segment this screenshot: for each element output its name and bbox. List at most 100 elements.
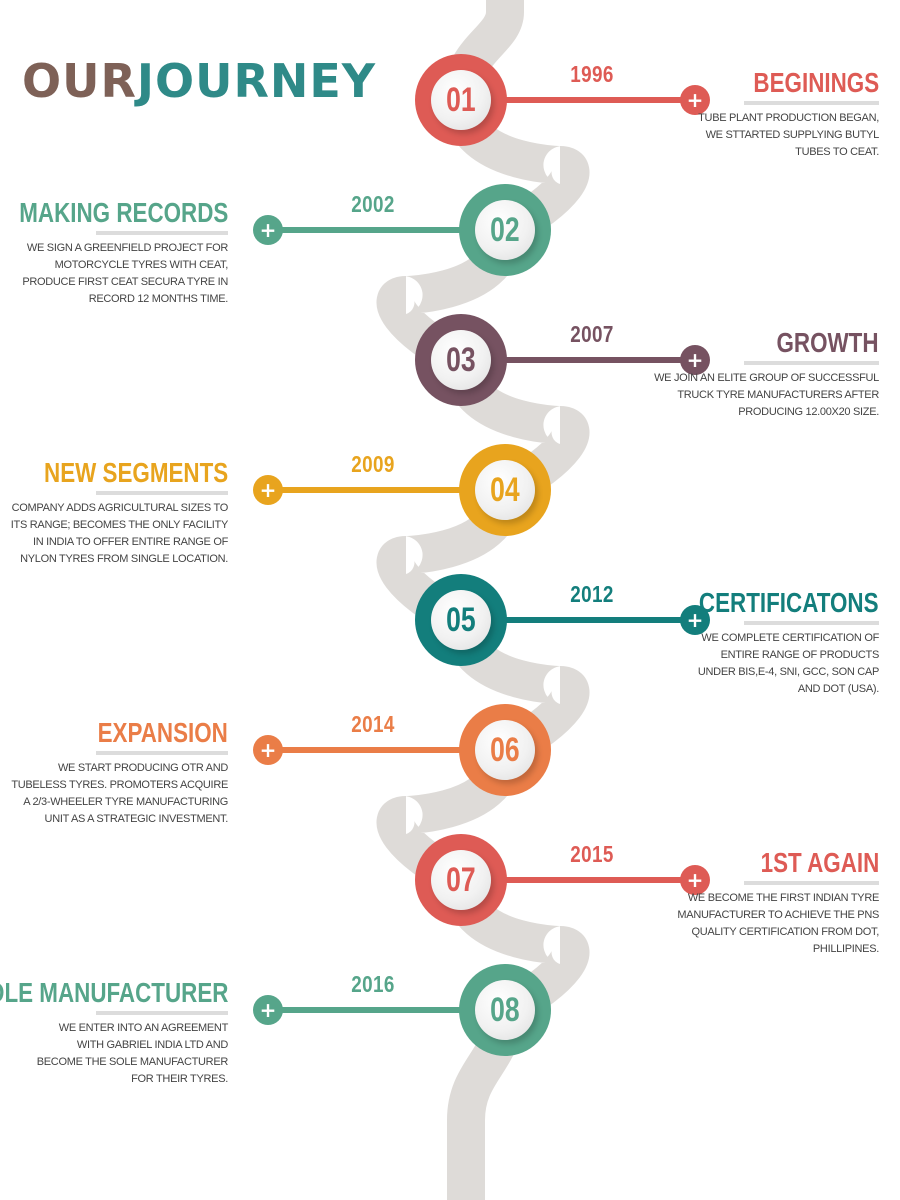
plus-icon[interactable]: +: [253, 215, 283, 245]
plus-icon[interactable]: +: [253, 995, 283, 1025]
milestone-node: 07: [415, 834, 507, 926]
page-title: OURJOURNEY: [22, 58, 376, 104]
milestone-year: 2007: [570, 321, 614, 347]
description-line: We sign a greenfield project for: [26, 242, 228, 254]
title-word-journey: JOURNEY: [136, 54, 377, 108]
heading-underline: [744, 361, 879, 365]
milestone-number: 06: [475, 720, 535, 780]
milestone-number-text: 05: [446, 601, 476, 639]
milestone-heading-text: NEW SEGMENTS: [43, 457, 228, 488]
heading-underline: [96, 231, 228, 235]
milestone-heading: EXPANSION: [65, 717, 228, 749]
plus-icon[interactable]: +: [680, 605, 710, 635]
milestone-description: Tube plant production began,we sttarted …: [639, 110, 879, 161]
milestone-year: 2014: [351, 711, 395, 737]
milestone-number: 04: [475, 460, 535, 520]
connector-line: [461, 97, 695, 103]
milestone-node: 01: [415, 54, 507, 146]
description-line: Phillipines.: [812, 943, 879, 955]
description-line: a 2/3-wheeler tyre manufacturing: [23, 796, 228, 808]
milestone-heading-text: BEGININGS: [753, 67, 879, 98]
description-line: We enter into an agreement: [58, 1022, 229, 1034]
heading-underline: [744, 101, 879, 105]
milestone-heading-text: MAKING RECORDS: [18, 197, 228, 228]
connector-line: [461, 877, 695, 883]
milestone-description: Company adds agricultural sizes toits ra…: [0, 500, 229, 568]
connector-line: [268, 227, 505, 233]
plus-icon[interactable]: +: [253, 735, 283, 765]
milestone-heading: CERTIFICATONS: [654, 587, 879, 619]
description-line: quality certification from DOT,: [691, 926, 880, 938]
connector-line: [268, 487, 505, 493]
milestone-heading-text: 1ST AGAIN: [760, 847, 879, 878]
milestone-number-text: 02: [490, 211, 520, 249]
connector-line: [268, 1007, 505, 1013]
description-line: We become the first Indian tyre: [687, 892, 879, 904]
milestone-number-text: 07: [446, 861, 476, 899]
plus-icon[interactable]: +: [680, 85, 710, 115]
description-line: We complete certification of: [701, 632, 879, 644]
milestone-number: 07: [431, 850, 491, 910]
milestone-heading: NEW SEGMENTS: [0, 457, 228, 489]
description-line: become the sole manufacturer: [36, 1056, 229, 1068]
heading-underline: [96, 751, 228, 755]
milestone-description: We join an elite group of successfultruc…: [639, 370, 879, 421]
plus-icon[interactable]: +: [253, 475, 283, 505]
milestone-year: 2002: [351, 191, 395, 217]
description-line: for their tyres.: [131, 1073, 228, 1085]
description-line: record 12 months time.: [88, 293, 229, 305]
description-line: under BIS,E-4, SNI, GCC, SON CAP: [697, 666, 879, 678]
milestone-number-text: 08: [490, 991, 520, 1029]
connector-line: [461, 357, 695, 363]
milestone-node: 04: [459, 444, 551, 536]
milestone-description: We sign a greenfield project formotorcyc…: [0, 240, 228, 308]
milestone-description: We complete certification of entire range…: [639, 630, 879, 698]
description-line: unit as a strategic investment.: [44, 813, 229, 825]
heading-underline: [744, 621, 879, 625]
milestone-heading: MAKING RECORDS: [0, 197, 228, 229]
milestone-number: 01: [431, 70, 491, 130]
milestone-node: 03: [415, 314, 507, 406]
description-line: in India to offer entire range of: [32, 536, 228, 548]
milestone-description: We start producing OTR and tubeless tyres…: [0, 760, 228, 828]
description-line: tubes to CEAT.: [795, 146, 879, 158]
description-line: with Gabriel India Ltd and: [76, 1039, 228, 1051]
description-line: nylon tyres from single location.: [20, 553, 228, 565]
milestone-node: 02: [459, 184, 551, 276]
milestone-node: 08: [459, 964, 551, 1056]
description-line: we sttarted supplying butyl: [705, 129, 880, 141]
milestone-year: 2009: [351, 451, 395, 477]
description-line: manufacturer to achieve the PNS: [677, 909, 879, 921]
description-line: tubeless tyres. Promoters acquire: [11, 779, 228, 791]
milestone-number-text: 03: [446, 341, 476, 379]
description-line: producing 12.00x20 size.: [738, 406, 879, 418]
milestone-heading: SOLE MANUFACTURER: [0, 977, 228, 1009]
milestone-node: 05: [415, 574, 507, 666]
connector-line: [268, 747, 505, 753]
milestone-year: 2016: [351, 971, 395, 997]
milestone-number: 02: [475, 200, 535, 260]
milestone-heading-text: CERTIFICATONS: [699, 587, 879, 618]
description-line: entire range of products: [720, 649, 880, 661]
description-line: produce first CEAT SECURA tyre in: [22, 276, 228, 288]
milestone-year: 2012: [570, 581, 614, 607]
milestone-heading-text: EXPANSION: [97, 717, 228, 748]
description-line: its range; becomes the only facility: [10, 519, 229, 531]
description-line: We join an elite group of successful: [654, 372, 879, 384]
plus-icon[interactable]: +: [680, 345, 710, 375]
milestone-number: 05: [431, 590, 491, 650]
description-line: and DOT (USA).: [797, 683, 879, 695]
heading-underline: [96, 1011, 228, 1015]
plus-icon[interactable]: +: [680, 865, 710, 895]
milestone-description: We enter into an agreement with Gabriel I…: [0, 1020, 229, 1088]
description-line: We start producing OTR and: [57, 762, 228, 774]
milestone-year: 2015: [570, 841, 614, 867]
milestone-heading-text: GROWTH: [776, 327, 879, 358]
milestone-heading: GROWTH: [751, 327, 879, 359]
milestone-number-text: 01: [446, 81, 476, 119]
heading-underline: [96, 491, 228, 495]
connector-line: [461, 617, 695, 623]
milestone-year: 1996: [570, 61, 614, 87]
title-word-our: OUR: [22, 54, 137, 108]
